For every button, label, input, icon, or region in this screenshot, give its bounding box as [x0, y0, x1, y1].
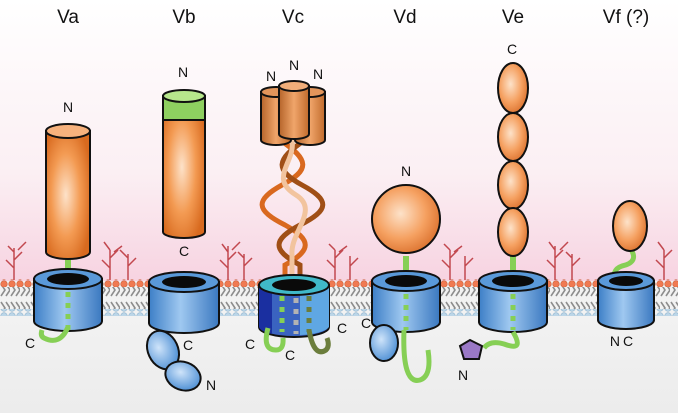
- vb-domain-2: [164, 360, 202, 392]
- vb-passenger-cylinder: [162, 95, 206, 239]
- panel-vf: N C: [597, 200, 655, 349]
- ve-n-terminus: N: [458, 367, 468, 383]
- panel-vb: N C C N: [145, 64, 220, 393]
- vd-c-linker: [401, 329, 432, 383]
- title-va: Va: [57, 7, 79, 28]
- vc-c-terminus-3: C: [337, 320, 347, 336]
- ve-lysm-domain: [458, 338, 484, 360]
- ve-n-linker: [482, 330, 520, 350]
- vc-head-2: [278, 85, 310, 140]
- vf-passenger-domain: [612, 200, 648, 252]
- title-vb: Vb: [172, 7, 195, 28]
- vb-c-terminus-top: C: [179, 243, 189, 259]
- ve-ig-domain-4: [497, 207, 529, 257]
- vb-n-terminus: N: [178, 64, 188, 80]
- vc-c-linker-3: [306, 329, 331, 355]
- vd-n-terminus: N: [401, 163, 411, 179]
- vf-c-terminus: C: [623, 333, 633, 349]
- vb-c-terminus-bottom: C: [183, 337, 193, 353]
- vd-c-terminus: C: [361, 315, 371, 331]
- title-vd: Vd: [393, 7, 416, 28]
- vf-n-terminus: N: [610, 333, 620, 349]
- vc-coil-1: [259, 137, 308, 295]
- ve-ig-domain-2: [497, 112, 529, 162]
- va-n-terminus: N: [63, 99, 73, 115]
- vc-n-terminus-3: N: [313, 66, 323, 82]
- vd-passenger-domain: [371, 184, 441, 254]
- ve-c-terminus: C: [507, 41, 517, 57]
- vc-coil-2: [276, 137, 326, 295]
- vb-n-terminus-bottom: N: [206, 377, 216, 393]
- vc-c-linker-1: [263, 327, 286, 353]
- vc-coil-3: [281, 139, 308, 292]
- title-vc: Vc: [282, 7, 304, 28]
- va-c-terminus: C: [25, 335, 35, 351]
- va-passenger-cylinder: [45, 130, 91, 260]
- vd-potra-domain: [369, 324, 399, 362]
- title-ve: Ve: [502, 7, 524, 28]
- vb-barrel: [148, 281, 220, 334]
- panel-vc: N N N C C C: [245, 57, 347, 363]
- vf-barrel: [597, 280, 655, 330]
- ve-ig-domain-1: [497, 62, 529, 114]
- vc-n-terminus-1: N: [266, 68, 276, 84]
- title-vf: Vf (?): [603, 7, 649, 28]
- ve-ig-domain-3: [497, 160, 529, 210]
- panel-va: N C: [25, 99, 103, 351]
- panel-ve: C N: [458, 41, 548, 383]
- vc-c-terminus-1: C: [245, 336, 255, 352]
- panel-vd: N C: [361, 163, 441, 383]
- va-c-linker: [38, 325, 71, 343]
- vc-n-terminus-2: N: [289, 57, 299, 73]
- vc-c-terminus-2: C: [285, 347, 295, 363]
- lps-chains: [5, 241, 673, 280]
